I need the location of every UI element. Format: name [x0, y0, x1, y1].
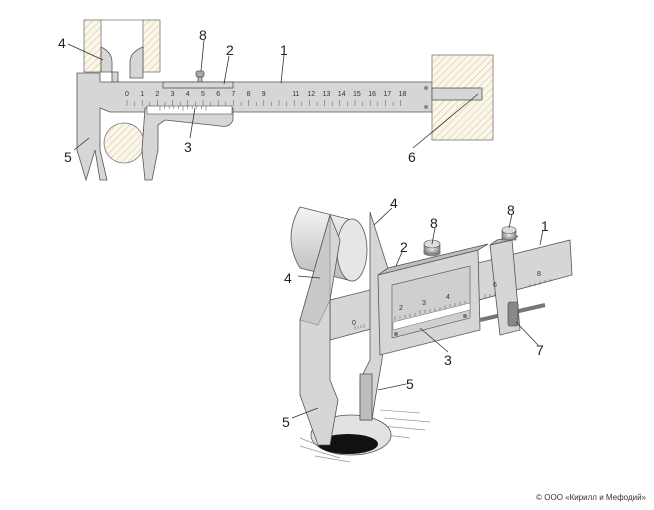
main-scale-number: 9 [262, 91, 266, 98]
main-scale-number: 12 [307, 91, 315, 98]
scale-0: 0 [352, 320, 356, 327]
label-1: 1 [541, 218, 549, 234]
main-scale-number: 18 [399, 91, 407, 98]
main-scale-number: 13 [323, 91, 331, 98]
label-4-left: 4 [284, 270, 292, 286]
fine-adjust-wheel [507, 301, 519, 327]
main-scale-number: 5 [201, 91, 205, 98]
label-2: 2 [226, 42, 234, 58]
vernier-scale [146, 105, 233, 115]
main-scale-number: 4 [186, 91, 190, 98]
label-8-slider: 8 [430, 215, 438, 231]
label-4-top: 4 [390, 195, 398, 211]
scale-3: 3 [422, 300, 426, 307]
main-scale-number: 16 [368, 91, 376, 98]
workpiece-right-wall [142, 19, 161, 73]
bottom-scale-ticks [354, 279, 551, 330]
main-scale-number: 3 [171, 91, 175, 98]
label-5: 5 [64, 149, 72, 165]
label-2: 2 [400, 239, 408, 255]
main-scale-number: 0 [125, 91, 129, 98]
label-4: 4 [58, 35, 66, 51]
lock-screw [195, 70, 205, 78]
main-scale-number: 15 [353, 91, 361, 98]
label-5-right: 5 [406, 376, 414, 392]
scale-6: 6 [493, 282, 497, 289]
scale-4: 4 [446, 294, 450, 301]
copyright-notice: © ООО «Кирилл и Мефодий» [536, 493, 646, 502]
main-scale-number: 7 [231, 91, 235, 98]
main-scale-number: 1 [140, 91, 144, 98]
main-scale-number: 2 [155, 91, 159, 98]
workpiece-round [103, 122, 145, 164]
main-scale-number: 17 [383, 91, 391, 98]
slider-top [162, 81, 234, 89]
label-5-left: 5 [282, 414, 290, 430]
bottom-caliper: 0 2 3 4 6 8 4 8 2 4 8 1 7 3 5 5 [282, 195, 573, 463]
label-1: 1 [280, 42, 288, 58]
main-scale-number: 8 [247, 91, 251, 98]
main-scale-number: 11 [292, 91, 299, 98]
scale-8: 8 [537, 271, 541, 278]
scale-2: 2 [399, 305, 403, 312]
main-beam [76, 72, 433, 182]
upper-jaw-fixed [100, 46, 119, 83]
label-7: 7 [536, 342, 544, 358]
label-3: 3 [444, 352, 452, 368]
upper-jaw-movable [129, 46, 144, 79]
slider-frame [141, 107, 234, 181]
label-3: 3 [184, 139, 192, 155]
depth-rod [431, 87, 483, 101]
main-scale-number: 14 [338, 91, 346, 98]
vernier-ticks [159, 106, 207, 111]
label-8-clamp: 8 [507, 202, 515, 218]
vernier-window [392, 302, 471, 331]
main-scale-number: 6 [216, 91, 220, 98]
label-8: 8 [199, 27, 207, 43]
label-6: 6 [408, 149, 416, 165]
main-scale-ticks [126, 100, 401, 106]
workpiece-left-wall [83, 19, 102, 73]
